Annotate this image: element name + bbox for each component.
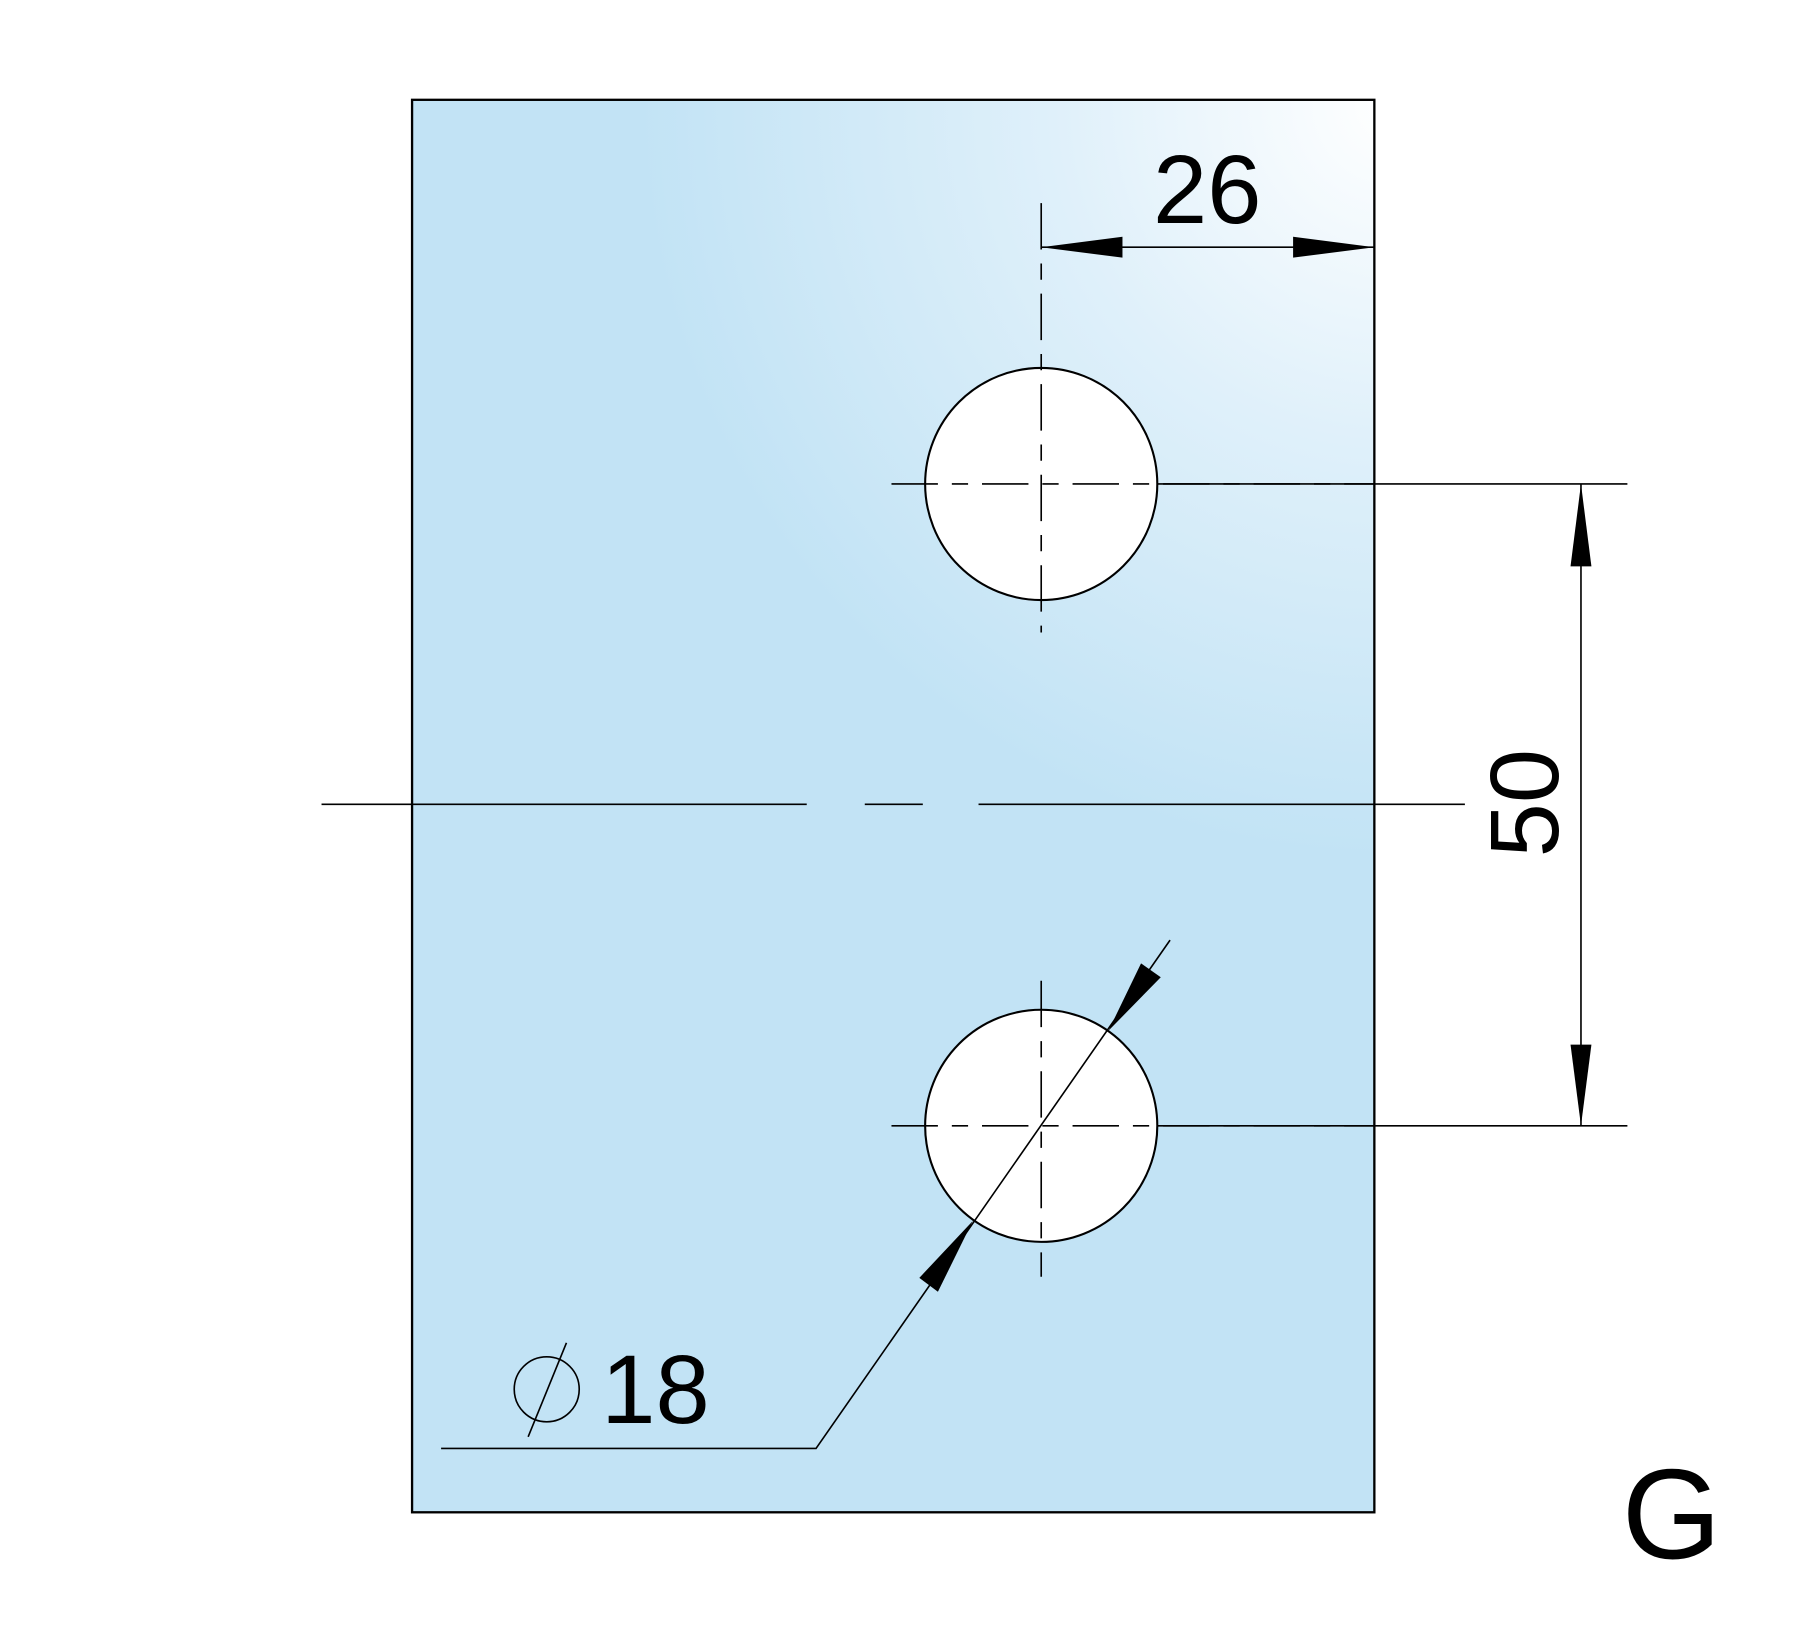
dim-26-label: 26: [1153, 135, 1261, 244]
diameter-icon: [513, 1342, 581, 1438]
glass-plate: [410, 98, 1376, 1514]
variant-label: G: [1622, 1444, 1721, 1587]
arrowheads: [919, 236, 1592, 1292]
dim-diameter-label: 18: [601, 1335, 709, 1444]
extension-lines: [1157, 483, 1628, 1127]
diameter-leader: [441, 939, 1171, 1450]
dim-50-label: 50: [1470, 749, 1579, 857]
